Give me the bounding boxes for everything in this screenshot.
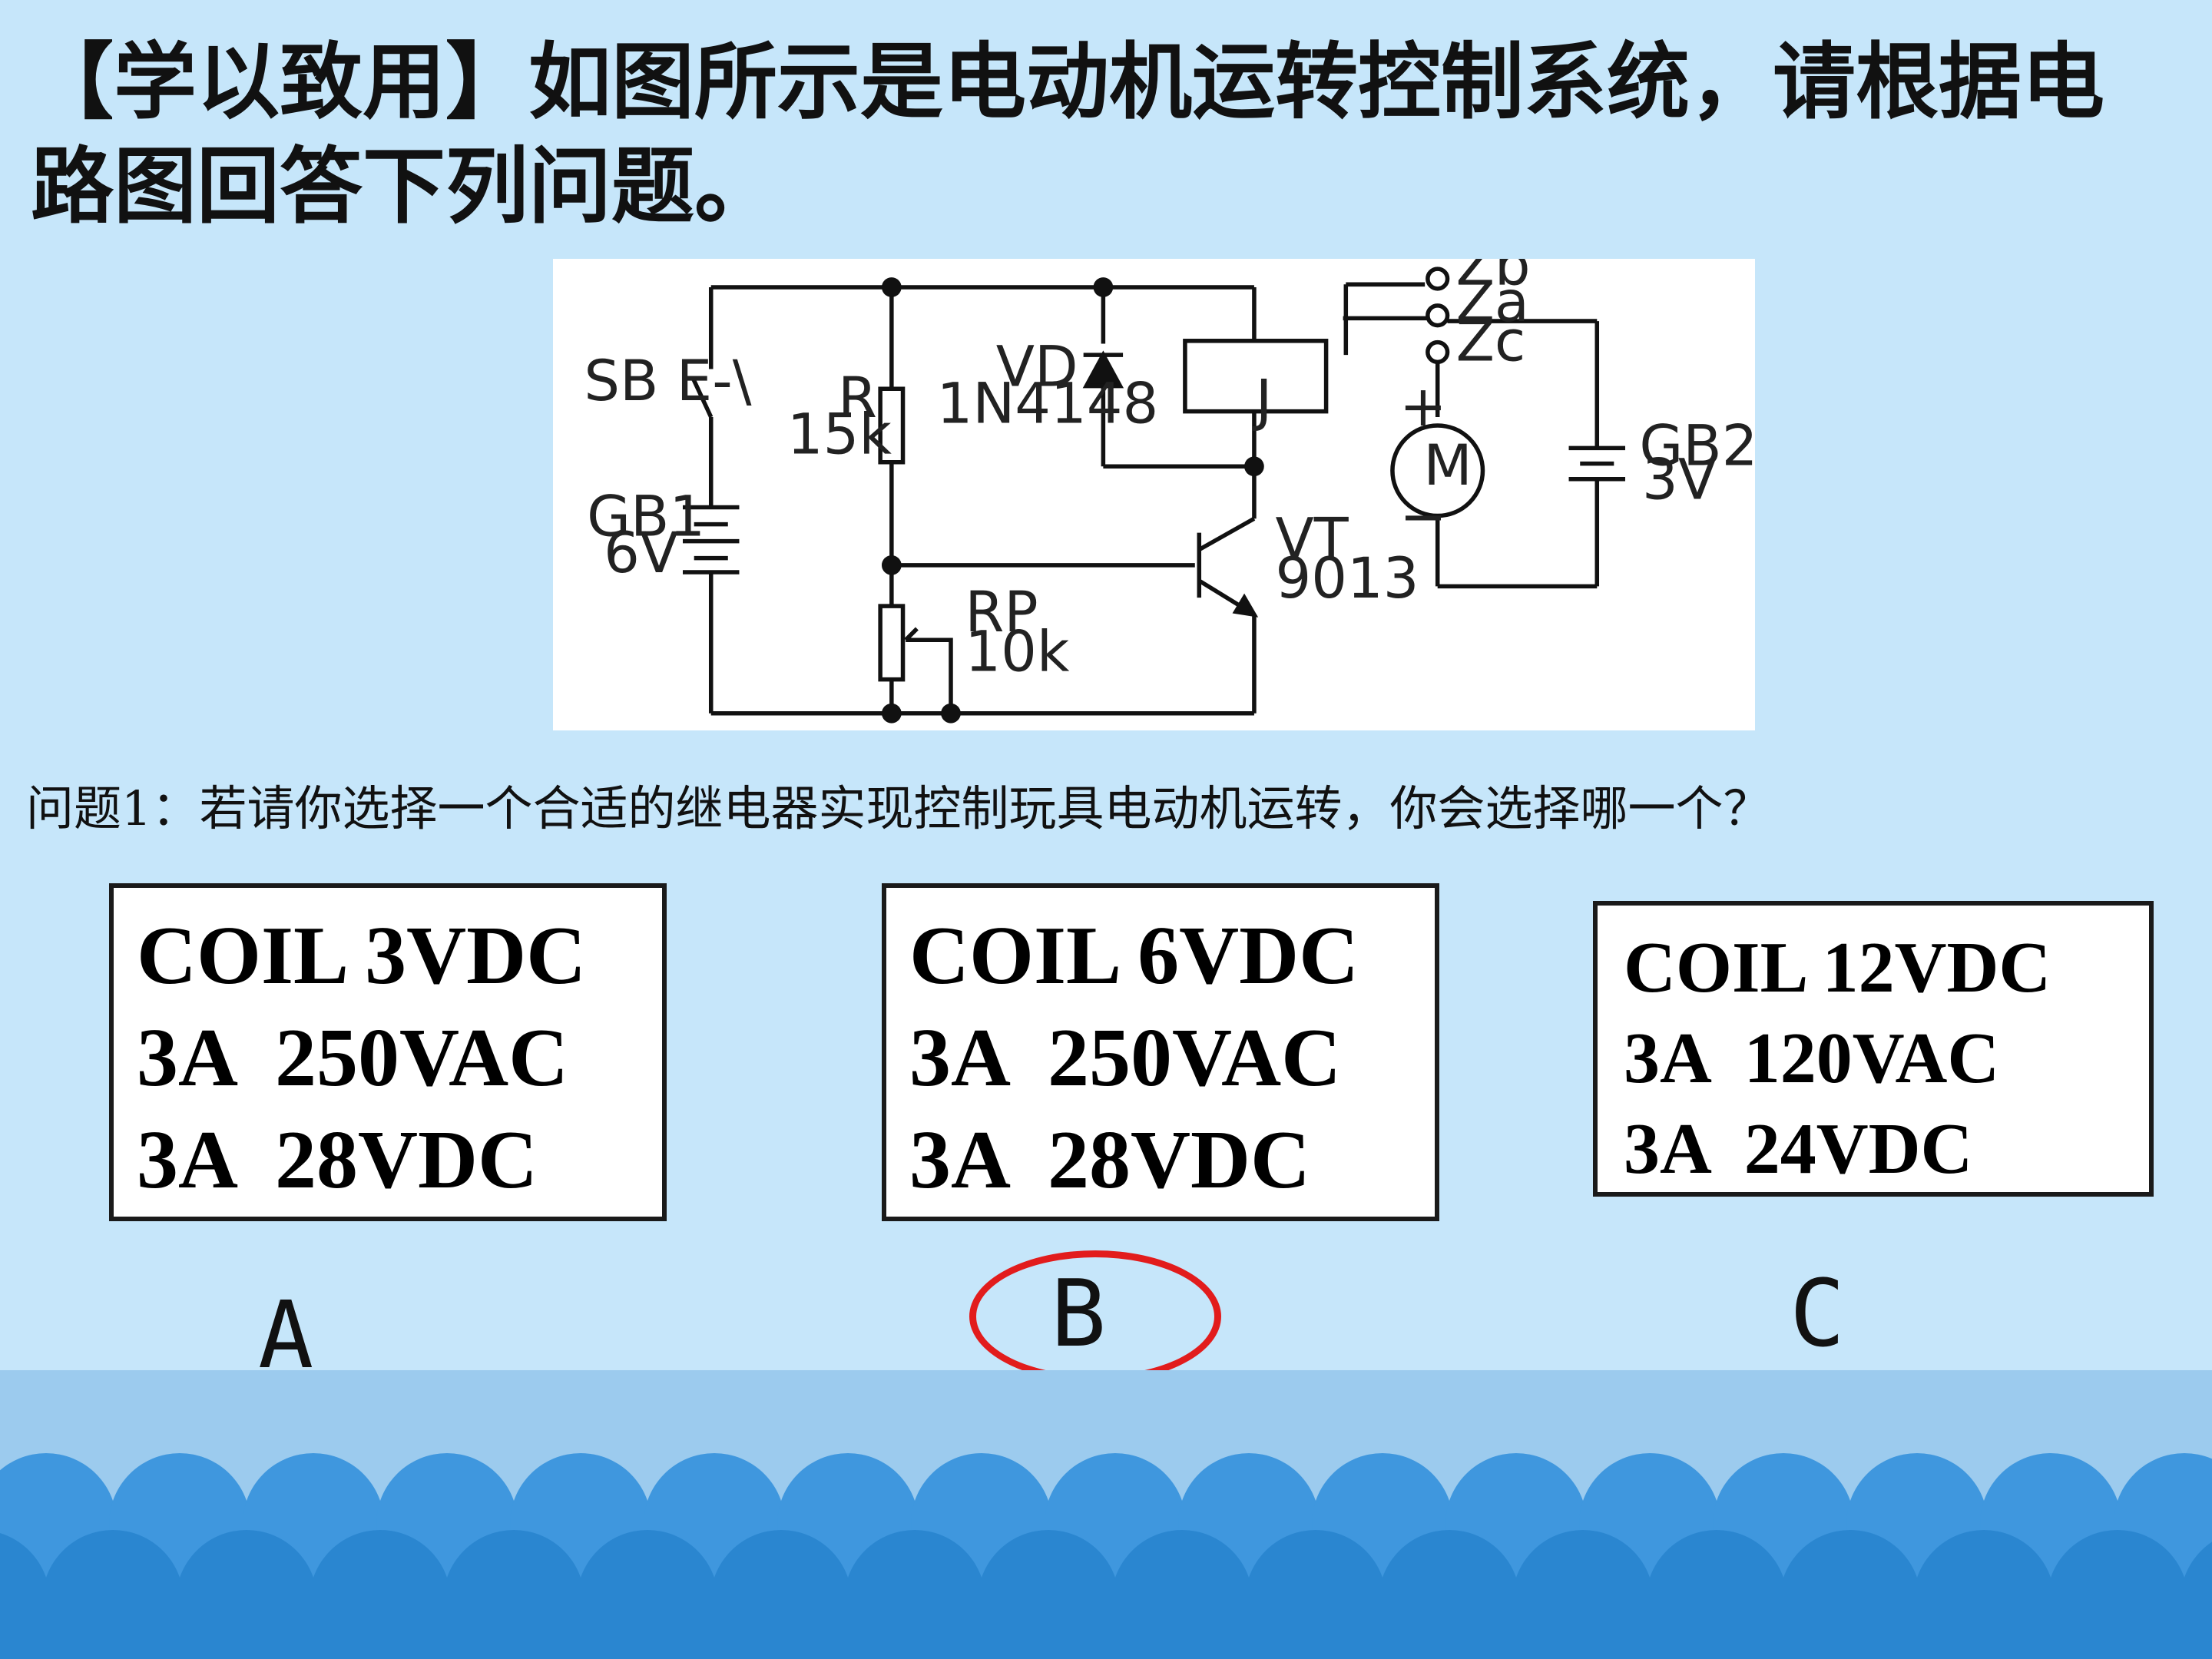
option-b-ac-rating: 3A 250VAC xyxy=(909,1012,1342,1104)
question-text: 问题1：若请你选择一个合适的继电器实现控制玩具电动机运转，你会选择哪一个？ xyxy=(26,780,1771,836)
option-b-letter[interactable]: B xyxy=(1051,1261,1107,1368)
circuit-svg: SB E-\ R 15k VD 1N4148 GB1 6V RP 10k VT … xyxy=(584,259,1755,724)
label-relay-coil: J xyxy=(1253,369,1273,434)
option-a-box[interactable]: COIL 3VDC 3A 250VAC 3A 28VDC xyxy=(109,883,667,1221)
label-gb1-value: 6V xyxy=(604,521,678,586)
label-gb1: GB1 xyxy=(587,484,705,549)
circuit-diagram: SB E-\ R 15k VD 1N4148 GB1 6V RP 10k VT … xyxy=(553,259,1755,730)
option-c-box[interactable]: COIL 12VDC 3A 120VAC 3A 24VDC xyxy=(1593,901,2154,1197)
option-a-letter[interactable]: A xyxy=(258,1283,314,1389)
option-b-coil: COIL 6VDC xyxy=(909,910,1359,1002)
label-gb2-value: 3V xyxy=(1642,448,1717,513)
label-zb: Zb xyxy=(1456,259,1531,298)
label-za: Za xyxy=(1456,270,1529,335)
label-vt-model: 9013 xyxy=(1275,546,1419,611)
option-c-coil: COIL 12VDC xyxy=(1624,928,2051,1008)
slide-title: 【学以致用】如图所示是电动机运转控制系统，请根据电路图回答下列问题。 xyxy=(31,35,2105,235)
label-motor-minus: − xyxy=(1399,484,1447,549)
option-a-dc-rating: 3A 28VDC xyxy=(137,1114,538,1206)
label-sb: SB E-\ xyxy=(584,349,751,414)
option-b-box[interactable]: COIL 6VDC 3A 250VAC 3A 28VDC xyxy=(882,883,1439,1221)
label-rp-value: 10k xyxy=(965,620,1069,685)
label-motor-plus: + xyxy=(1399,374,1447,439)
option-b-dc-rating: 3A 28VDC xyxy=(909,1114,1311,1206)
label-vd: VD xyxy=(996,335,1078,400)
label-r: R xyxy=(838,366,877,431)
wave-base xyxy=(0,1601,2212,1659)
wave-footer xyxy=(0,1370,2212,1659)
option-c-dc-rating: 3A 24VDC xyxy=(1624,1109,1973,1189)
label-vt: VT xyxy=(1275,507,1349,572)
label-zc: Zc xyxy=(1456,309,1526,374)
option-c-ac-rating: 3A 120VAC xyxy=(1624,1018,2000,1098)
label-motor: M xyxy=(1423,433,1472,498)
label-gb2: GB2 xyxy=(1639,413,1755,478)
option-c-letter[interactable]: C xyxy=(1790,1261,1846,1368)
option-a-coil: COIL 3VDC xyxy=(137,910,587,1002)
wave-pattern xyxy=(0,1370,2212,1659)
option-a-ac-rating: 3A 250VAC xyxy=(137,1012,569,1104)
label-r-value: 15k xyxy=(787,402,892,468)
label-vd-model: 1N4148 xyxy=(937,371,1159,436)
label-rp: RP xyxy=(965,580,1038,645)
